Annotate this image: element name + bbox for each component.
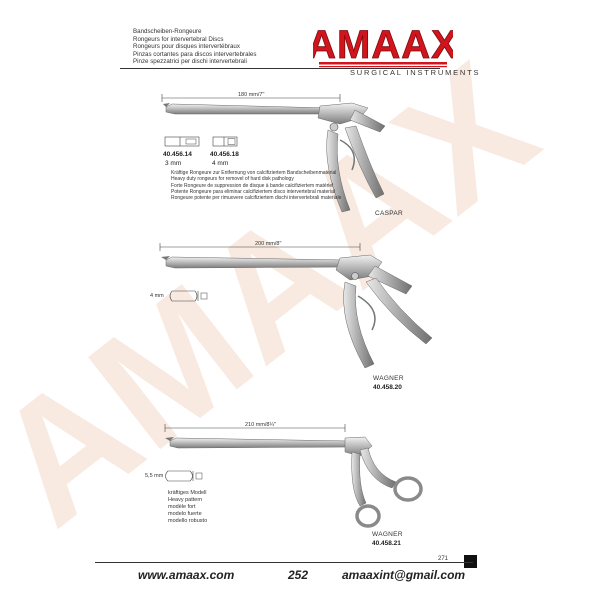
wagner-rongeur-2-drawing <box>164 424 423 528</box>
page-marker <box>464 555 477 568</box>
title-es: Pinzas cortantes para discos interverteb… <box>133 50 257 58</box>
description-line: modello robusto <box>168 518 208 524</box>
description-line: Potente Rongeure para eliminar calcifizi… <box>171 188 335 195</box>
instrument-name: WAGNER <box>372 531 403 538</box>
header-divider <box>120 68 440 69</box>
title-fr: Rongeurs pour disques intervertébraux <box>133 43 240 51</box>
page-number: 252 <box>288 568 309 582</box>
email-link[interactable]: amaaxint@gmail.com <box>342 568 466 582</box>
description-line: Forte Rongeure de suppression de disque … <box>171 182 334 189</box>
title-it: Pinze spezzatrici per dischi interverteb… <box>133 58 247 66</box>
dimension-label: 180 mm/7" <box>238 92 265 98</box>
product-description: Kräftige Rongeure zur Entfernung von cal… <box>171 170 341 201</box>
product-description: kräftiges Modell Heavy pattern modèle fo… <box>168 490 207 525</box>
logo-text: AMAAX <box>313 23 453 67</box>
tip-size: 4 mm <box>150 293 164 299</box>
website-link[interactable]: www.amaax.com <box>138 568 235 582</box>
description-line: modelo fuerte <box>168 511 202 517</box>
instrument-name: WAGNER <box>373 375 404 382</box>
header-titles: Bandscheiben-Rongeure Rongeurs for inter… <box>133 28 313 66</box>
description-line: Heavy pattern <box>168 497 203 503</box>
dimension-label: 210 mm/8¼" <box>245 422 276 428</box>
catalog-page-number: 271 <box>438 556 449 562</box>
title-en: Rongeurs for intervertebral Discs <box>133 35 224 43</box>
description-line: Rongeure potente per rimuovere calcifizi… <box>171 195 342 202</box>
tip-size: 4 mm <box>212 160 229 167</box>
description-line: Kräftige Rongeure zur Entfernung von cal… <box>171 170 337 176</box>
product-code: 40.456.18 <box>210 151 239 158</box>
description-line: Heavy duty rongeurs for removel of hard … <box>171 176 294 183</box>
caspar-rongeur-drawing <box>161 94 386 213</box>
product-code: 40.458.21 <box>372 540 401 547</box>
dimension-label: 200 mm/8" <box>255 241 282 247</box>
footer-divider <box>95 562 473 563</box>
product-code: 40.456.14 <box>163 151 192 158</box>
title-de: Bandscheiben-Rongeure <box>133 28 202 35</box>
tip-size: 3 mm <box>165 160 182 167</box>
wagner-rongeur-1-drawing <box>159 243 433 369</box>
product-code: 40.458.20 <box>373 384 402 391</box>
description-line: kräftiges Modell <box>168 490 207 496</box>
description-line: modèle fort <box>168 504 196 510</box>
logo-subtitle: SURGICAL INSTRUMENTS <box>350 68 481 77</box>
tip-size: 5,5 mm <box>145 473 164 479</box>
amaax-logo: AMAAX <box>313 23 453 68</box>
instrument-name: CASPAR <box>375 210 404 217</box>
